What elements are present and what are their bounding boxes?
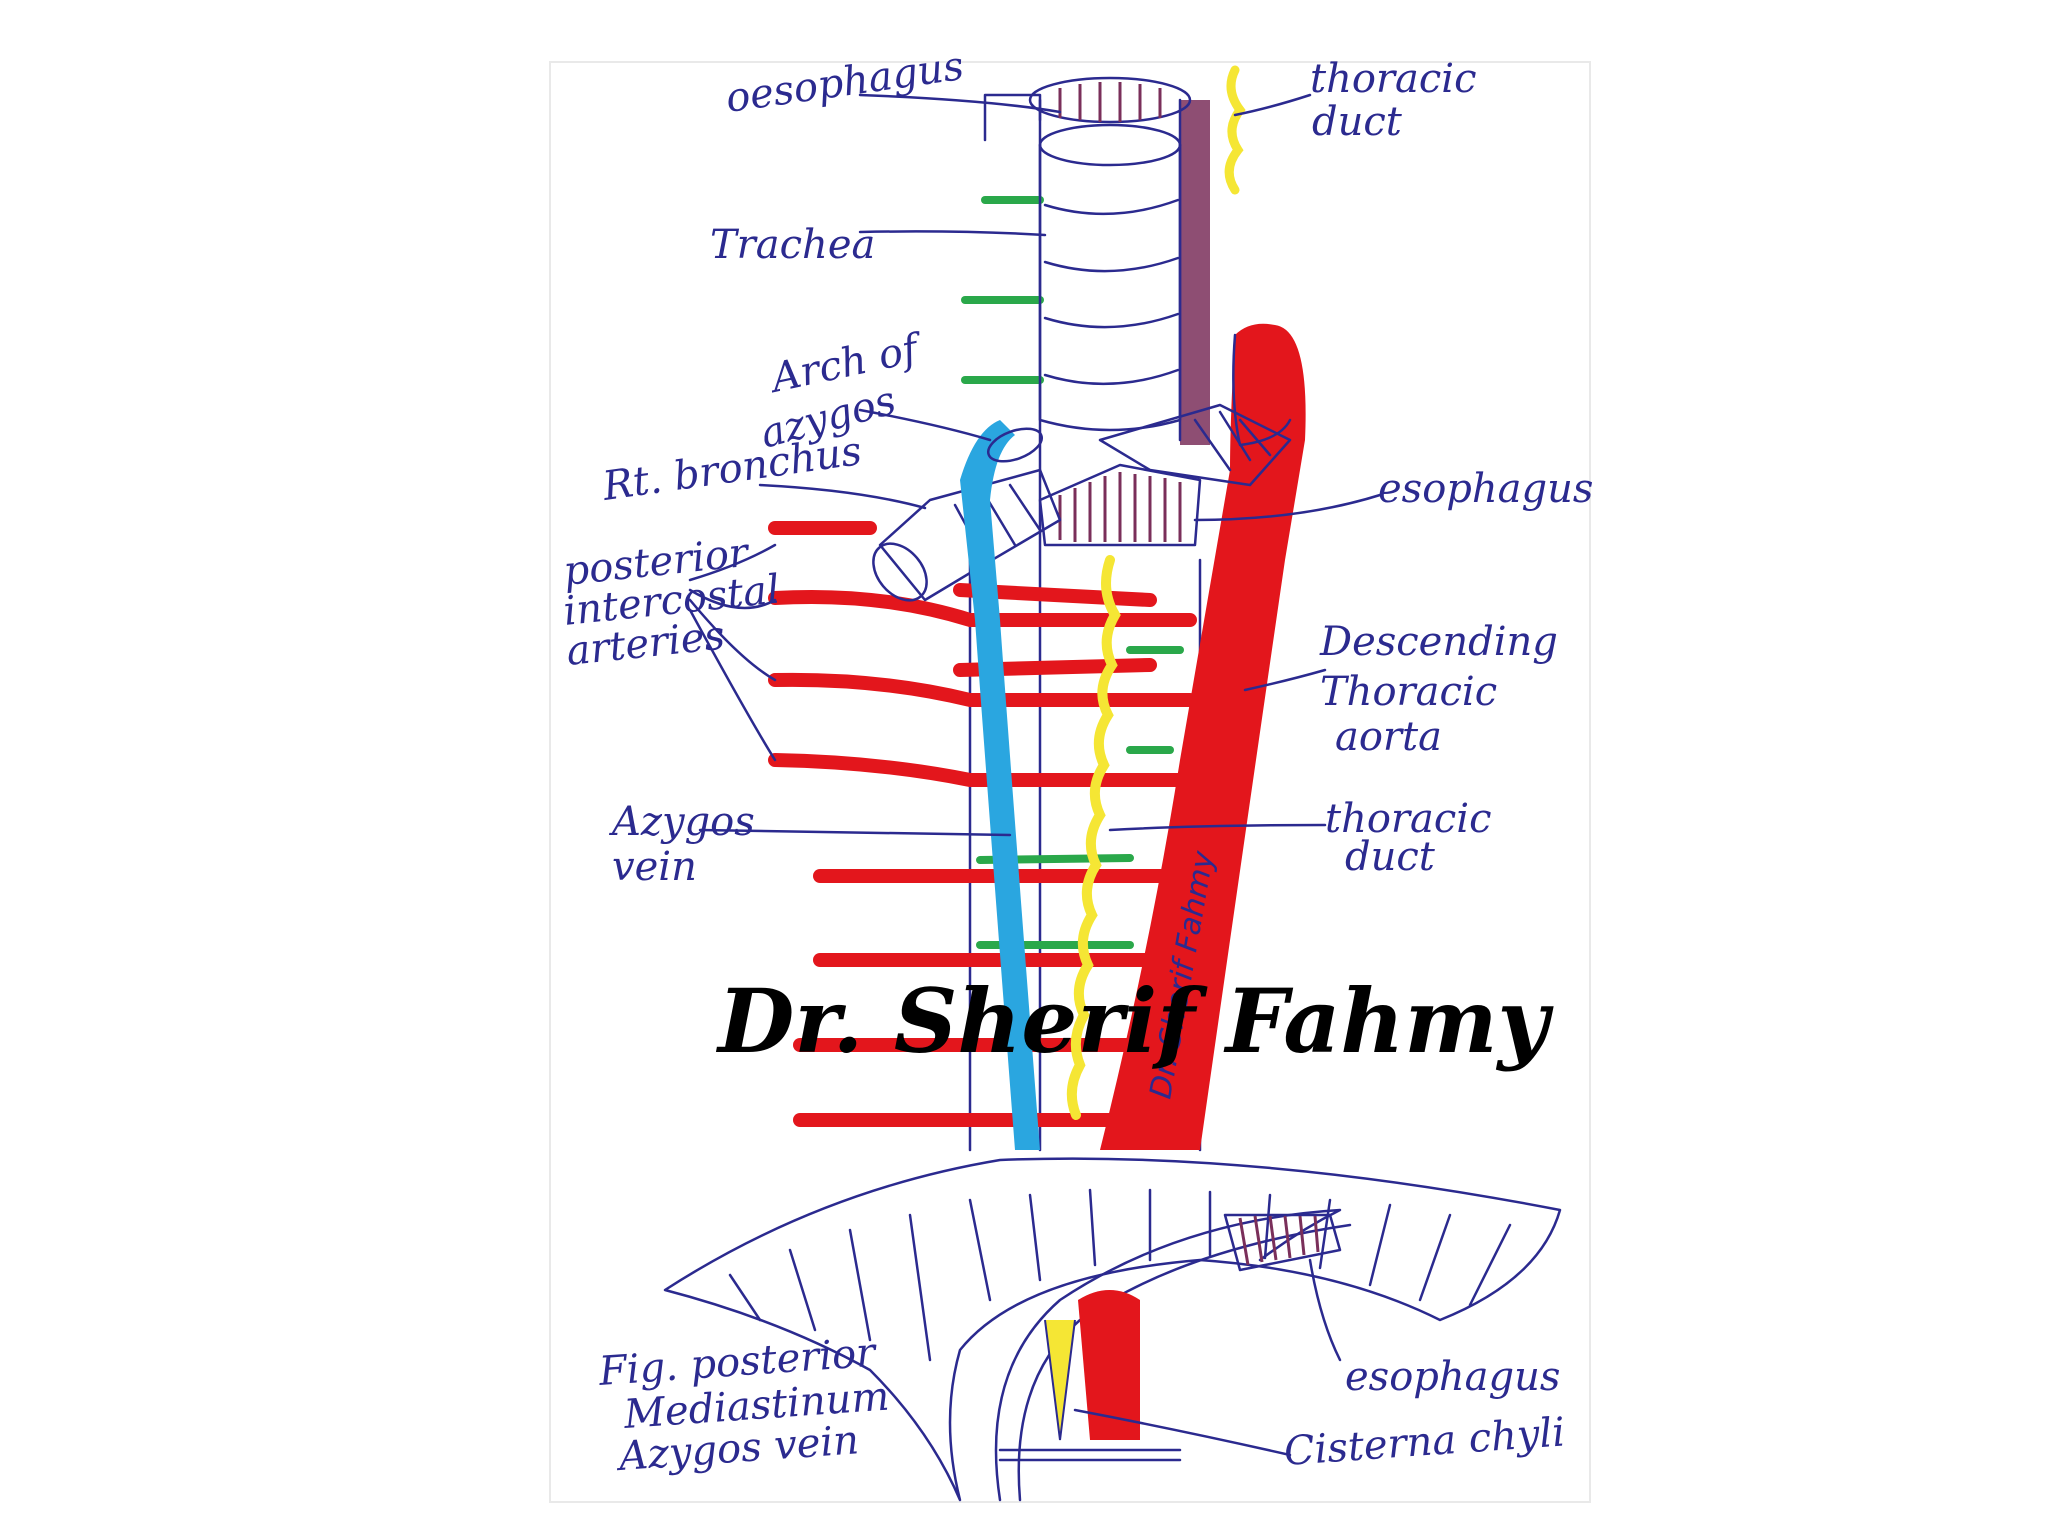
label-thoracic-duct-top-2: duct (1312, 99, 1403, 145)
esophagus-middle (1038, 463, 1202, 547)
label-descending-1: Descending (1319, 619, 1558, 665)
label-descending-2: Thoracic (1320, 669, 1497, 715)
label-thoracic-duct-mid-1: thoracic (1325, 796, 1491, 842)
label-thoracic-duct-top-1: thoracic (1310, 56, 1476, 102)
label-descending-3: aorta (1335, 714, 1442, 760)
label-trachea: Trachea (710, 222, 875, 268)
thoracic-duct-upper (1224, 65, 1246, 195)
label-esophagus-mid: esophagus (1378, 466, 1593, 512)
trachea (1038, 123, 1182, 432)
left-bronchus (1098, 403, 1292, 487)
azygos-vein (960, 420, 1040, 1150)
esophagus-hiatus (1223, 1213, 1342, 1272)
leader-lines (688, 93, 1382, 1457)
diaphragm (663, 1157, 1562, 1502)
descending-thoracic-aorta (1100, 323, 1306, 1150)
arch-of-azygos-cut (987, 427, 1043, 463)
thoracic-duct (1066, 555, 1121, 1120)
label-azygos-vein-1: Azygos (608, 799, 755, 845)
label-esophagus-bottom: esophagus (1345, 1354, 1560, 1400)
label-azygos-vein-2: vein (612, 844, 697, 890)
watermark: Dr. Sherif Fahmy (715, 969, 1554, 1073)
label-thoracic-duct-mid-2: duct (1345, 834, 1436, 880)
